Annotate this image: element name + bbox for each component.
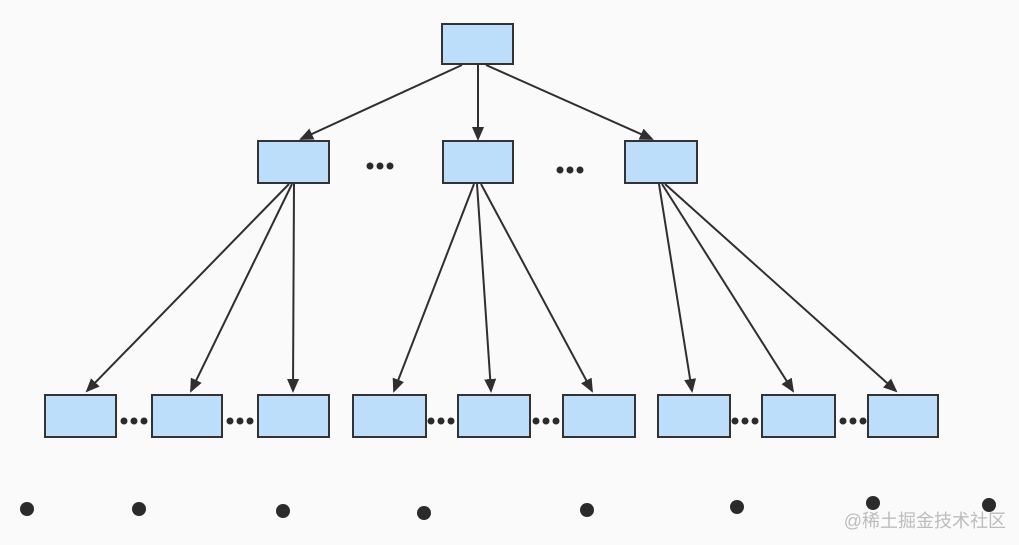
ellipsis-dot bbox=[576, 166, 584, 174]
tree-node-leaf-3 bbox=[257, 394, 330, 438]
ellipsis-child-2-child-3 bbox=[556, 166, 584, 174]
continuation-dot-6 bbox=[730, 500, 744, 514]
edge-root-to-child-3 bbox=[485, 64, 654, 140]
ellipsis-leaf-1-leaf-2 bbox=[120, 417, 148, 425]
tree-node-leaf-1 bbox=[44, 394, 117, 438]
ellipsis-dot bbox=[236, 417, 244, 425]
nodes-layer bbox=[44, 23, 939, 438]
ellipsis-dot bbox=[731, 417, 739, 425]
ellipsis-dot bbox=[130, 417, 138, 425]
ellipsis-dot bbox=[376, 162, 384, 170]
bottom-dots-layer bbox=[20, 496, 996, 520]
tree-node-child-3 bbox=[624, 140, 698, 184]
ellipsis-leaf-5-leaf-6 bbox=[532, 417, 560, 425]
ellipsis-dot bbox=[427, 417, 435, 425]
ellipsis-dot bbox=[542, 417, 550, 425]
edge-root-to-child-1 bbox=[299, 64, 463, 140]
continuation-dot-7 bbox=[866, 496, 880, 510]
continuation-dot-5 bbox=[580, 503, 594, 517]
ellipsis-child-1-child-2 bbox=[366, 162, 394, 170]
tree-node-root bbox=[441, 23, 514, 65]
ellipsis-dot bbox=[437, 417, 445, 425]
edge-child-3-to-leaf-7 bbox=[658, 183, 697, 393]
ellipsis-leaf-7-leaf-8 bbox=[731, 417, 759, 425]
edge-child-1-to-leaf-2 bbox=[190, 183, 293, 393]
edge-child-2-to-leaf-6 bbox=[480, 183, 593, 393]
continuation-dot-3 bbox=[276, 504, 290, 518]
ellipsis-dot bbox=[751, 417, 759, 425]
ellipsis-dot bbox=[552, 417, 560, 425]
ellipsis-leaf-2-leaf-3 bbox=[226, 417, 254, 425]
edge-child-2-to-leaf-5 bbox=[476, 183, 497, 393]
ellipsis-dot bbox=[226, 417, 234, 425]
ellipsis-dot bbox=[566, 166, 574, 174]
edge-child-2-to-leaf-4 bbox=[392, 183, 475, 393]
tree-node-leaf-7 bbox=[657, 394, 731, 438]
ellipsis-dot bbox=[120, 417, 128, 425]
ellipsis-dot bbox=[447, 417, 455, 425]
ellipsis-dot bbox=[859, 417, 867, 425]
continuation-dot-8 bbox=[982, 498, 996, 512]
tree-node-leaf-8 bbox=[761, 394, 836, 438]
edge-child-3-to-leaf-9 bbox=[664, 183, 898, 393]
ellipsis-layer bbox=[120, 162, 867, 425]
edge-child-3-to-leaf-8 bbox=[661, 183, 795, 393]
ellipsis-dot bbox=[140, 417, 148, 425]
continuation-dot-1 bbox=[20, 502, 34, 516]
edge-child-1-to-leaf-3 bbox=[287, 183, 300, 393]
tree-node-leaf-5 bbox=[457, 394, 531, 438]
tree-node-leaf-4 bbox=[352, 394, 427, 438]
tree-node-leaf-9 bbox=[867, 394, 939, 438]
edge-child-1-to-leaf-1 bbox=[85, 183, 290, 393]
ellipsis-dot bbox=[386, 162, 394, 170]
tree-node-child-2 bbox=[442, 140, 514, 184]
watermark: @稀土掘金技术社区 bbox=[844, 511, 1006, 531]
ellipsis-dot bbox=[246, 417, 254, 425]
continuation-dot-2 bbox=[132, 502, 146, 516]
ellipsis-dot bbox=[366, 162, 374, 170]
edges-layer bbox=[85, 64, 898, 393]
tree-node-leaf-6 bbox=[562, 394, 636, 438]
ellipsis-dot bbox=[839, 417, 847, 425]
tree-node-leaf-2 bbox=[151, 394, 223, 438]
ellipsis-dot bbox=[849, 417, 857, 425]
ellipsis-leaf-8-leaf-9 bbox=[839, 417, 867, 425]
tree-node-child-1 bbox=[257, 140, 330, 184]
continuation-dot-4 bbox=[417, 506, 431, 520]
ellipsis-dot bbox=[556, 166, 564, 174]
ellipsis-dot bbox=[741, 417, 749, 425]
ellipsis-dot bbox=[532, 417, 540, 425]
ellipsis-leaf-4-leaf-5 bbox=[427, 417, 455, 425]
